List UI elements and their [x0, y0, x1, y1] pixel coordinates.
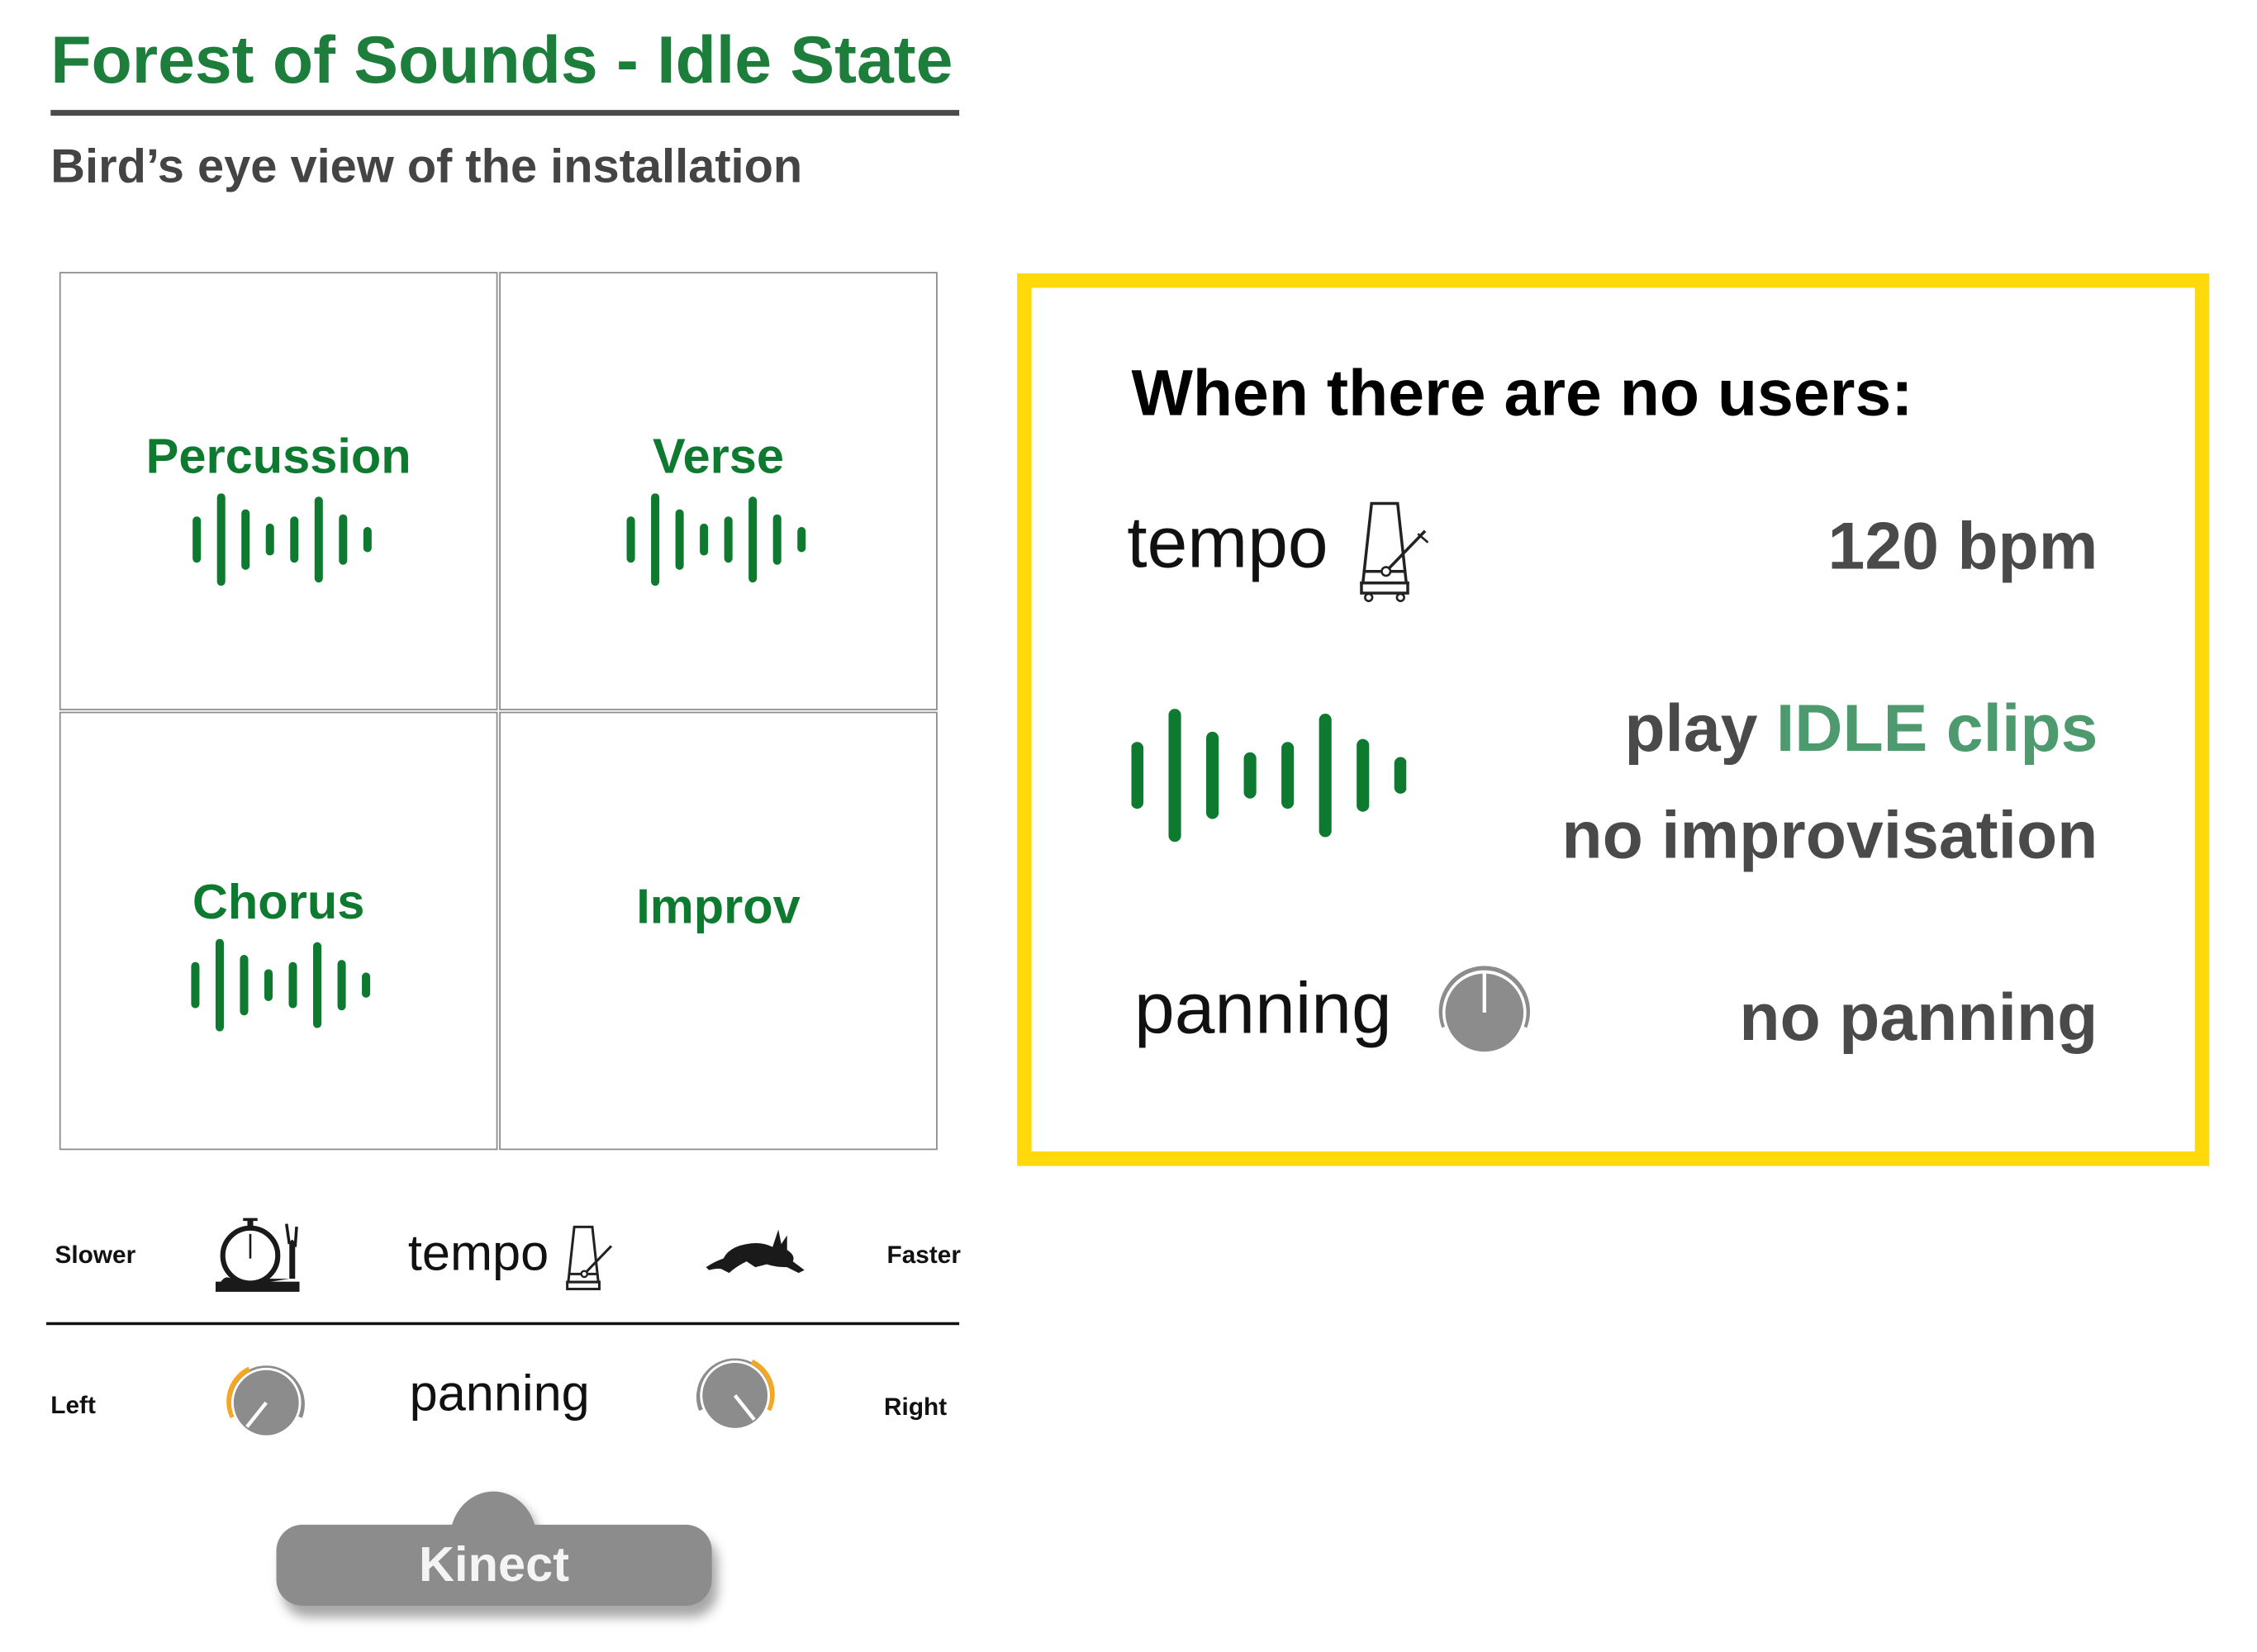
- zone-verse[interactable]: Verse: [499, 272, 938, 710]
- clips-prefix: play: [1624, 690, 1758, 766]
- metronome-icon: [1360, 501, 1429, 602]
- tempo-label: tempo: [1127, 501, 1328, 583]
- slower-label: Slower: [55, 1241, 136, 1269]
- left-label: Left: [50, 1391, 96, 1420]
- kinect-button[interactable]: Kinect: [276, 1524, 712, 1606]
- improv-value: no improvisation: [1561, 796, 2098, 873]
- panning-legend-label: panning: [409, 1365, 590, 1422]
- zone-label: Percussion: [145, 430, 411, 485]
- panning-label: panning: [1134, 967, 1392, 1049]
- knob-left-icon: [226, 1365, 305, 1438]
- snail-stopwatch-icon: [215, 1218, 300, 1292]
- zone-label: Improv: [636, 879, 801, 935]
- metronome-icon: [566, 1225, 613, 1291]
- legend-divider: [46, 1322, 960, 1326]
- rabbit-icon: [706, 1229, 805, 1274]
- title-underline: [50, 110, 960, 116]
- zone-grid: Percussion Verse Chorus Improv: [59, 272, 939, 1151]
- knob-right-icon: [696, 1358, 775, 1431]
- waveform-icon: [191, 938, 371, 1032]
- page-subtitle: Bird’s eye view of the installation: [50, 139, 803, 192]
- idle-state-panel: [1017, 273, 2210, 1166]
- clips-value: play IDLE clips: [1624, 689, 2098, 767]
- waveform-icon: [1131, 709, 1407, 843]
- zone-improv[interactable]: Improv: [499, 711, 938, 1151]
- tempo-value: 120 bpm: [1827, 507, 2098, 583]
- zone-label: Chorus: [192, 875, 365, 931]
- panning-value: no panning: [1739, 979, 2098, 1055]
- waveform-icon: [626, 493, 806, 586]
- faster-label: Faster: [886, 1241, 961, 1269]
- panel-heading: When there are no users:: [1131, 355, 1913, 430]
- page-title: Forest of Sounds - Idle State: [50, 21, 953, 97]
- clips-accent: IDLE clips: [1775, 690, 2098, 766]
- knob-icon: [1438, 966, 1530, 1055]
- zone-percussion[interactable]: Percussion: [59, 272, 498, 710]
- waveform-icon: [192, 493, 372, 586]
- zone-label: Verse: [653, 430, 784, 485]
- zone-chorus[interactable]: Chorus: [59, 711, 498, 1151]
- tempo-legend-label: tempo: [407, 1225, 549, 1282]
- right-label: Right: [884, 1393, 948, 1421]
